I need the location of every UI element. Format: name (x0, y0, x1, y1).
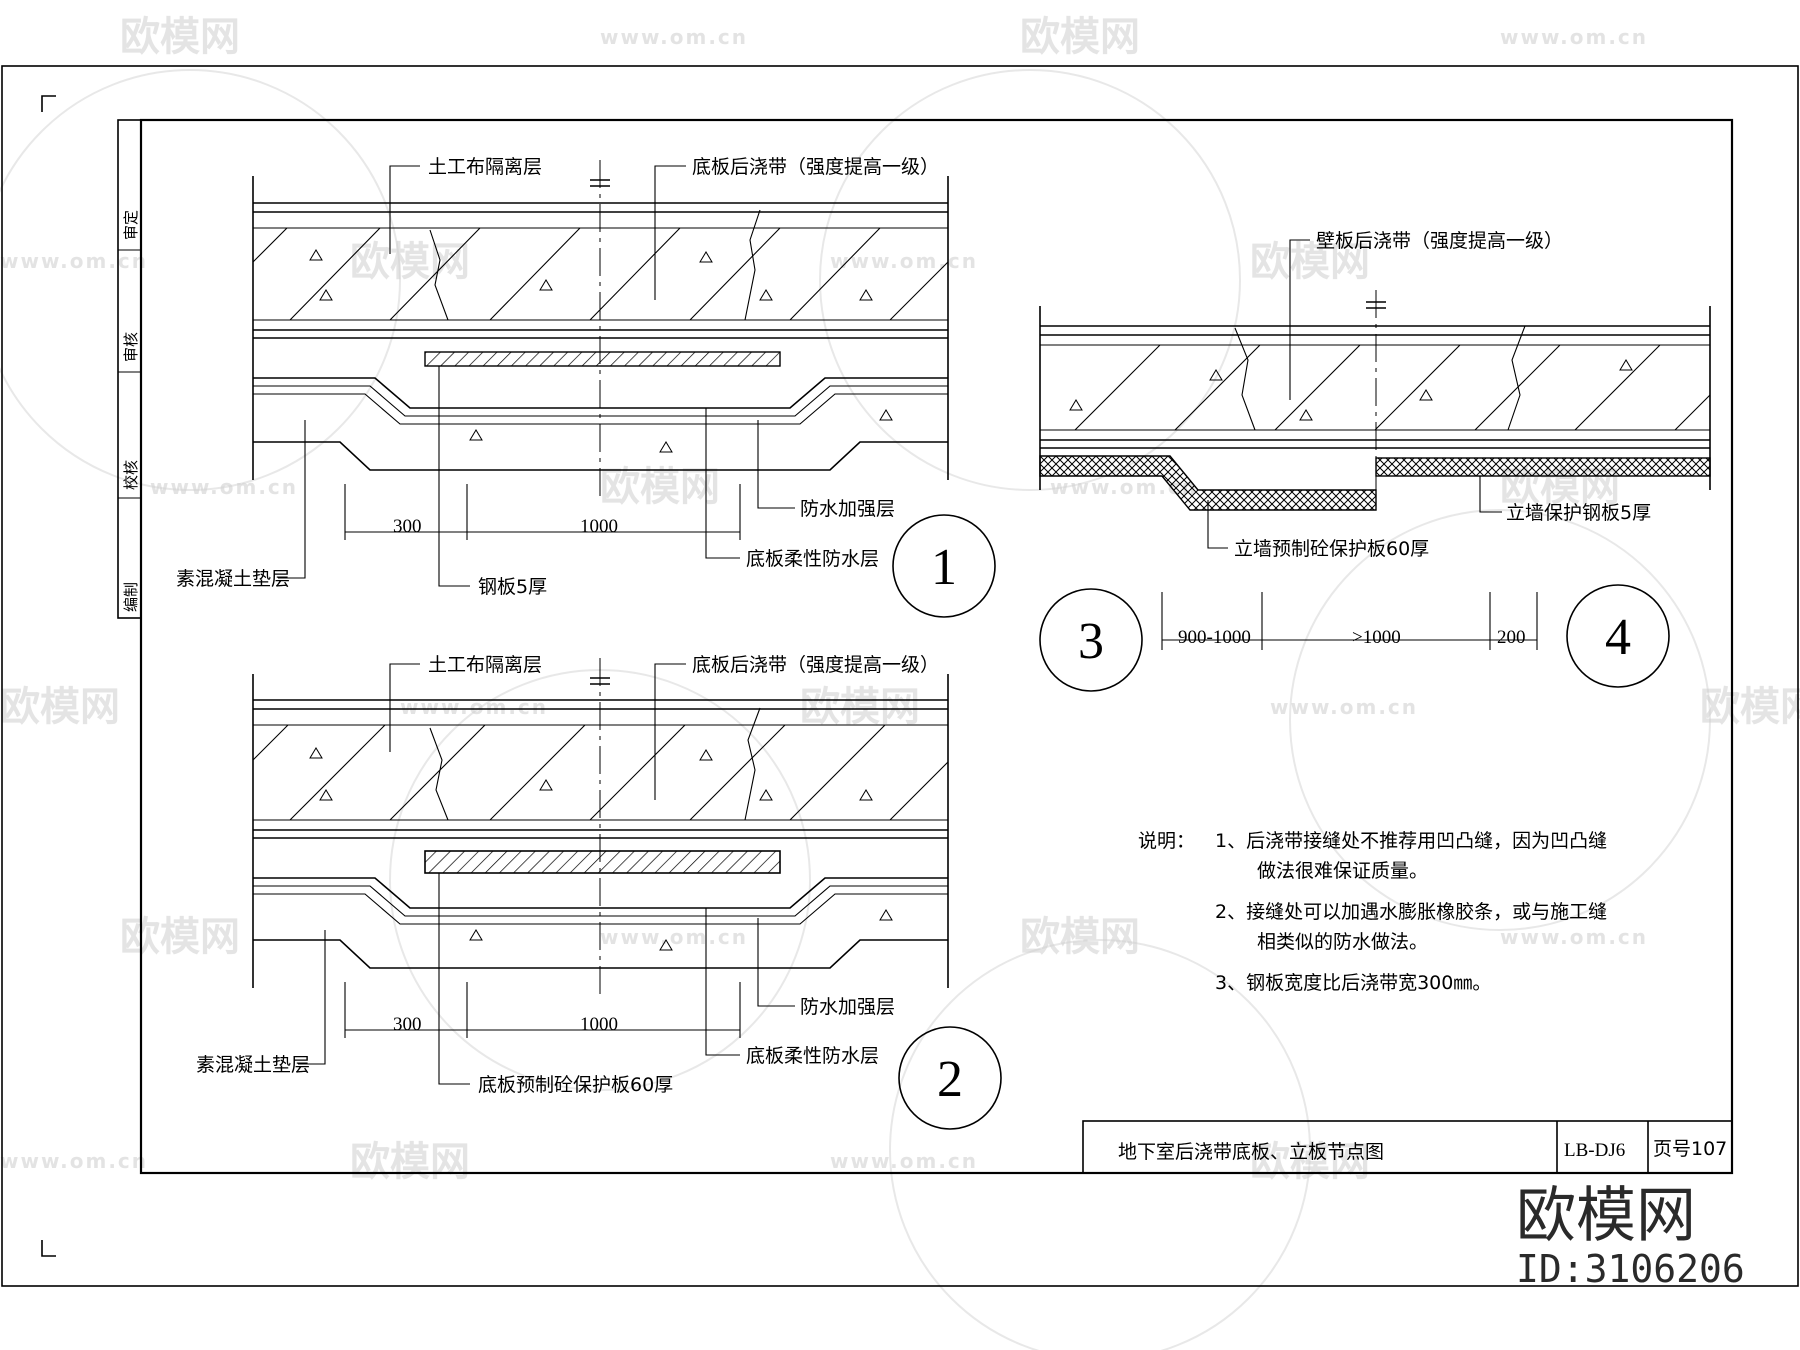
dim-gt-1000: >1000 (1352, 627, 1401, 648)
watermark-brand: 欧模网 (0, 684, 120, 730)
watermark-url: www.om.cn (0, 249, 148, 273)
label-steel-plate: 钢板5厚 (478, 576, 547, 598)
watermark-url: www.om.cn (1270, 695, 1418, 719)
watermark-url: www.om.cn (1500, 925, 1648, 949)
stamp-approve: 审定 (122, 210, 140, 240)
label-wall-precast: 立墙预制砼保护板60厚 (1234, 538, 1429, 560)
label-wall-band: 壁板后浇带（强度提高一级） (1316, 230, 1563, 252)
watermark-url: www.om.cn (400, 695, 548, 719)
dim-1000: 1000 (580, 1014, 618, 1035)
label-protect-board: 底板预制砼保护板60厚 (478, 1074, 673, 1096)
dim-300: 300 (393, 516, 422, 537)
detail-1: 300 1000 土工布隔离层 底板后浇带（强度提高一级） 防水加强层 底板柔性… (176, 156, 996, 618)
detail-number-4: 4 (1605, 609, 1631, 666)
label-post-band: 底板后浇带（强度提高一级） (692, 654, 939, 676)
label-geotextile: 土工布隔离层 (428, 156, 542, 178)
watermark-url: www.om.cn (600, 925, 748, 949)
label-post-band: 底板后浇带（强度提高一级） (692, 156, 939, 178)
label-flexible-waterproof: 底板柔性防水层 (746, 1045, 879, 1067)
side-stamp: 审定 审核 校核 编制 (117, 119, 142, 619)
label-cushion: 素混凝土垫层 (176, 568, 290, 590)
stamp-draft: 编制 (122, 582, 140, 612)
label-geotextile: 土工布隔离层 (428, 654, 542, 676)
stamp-check: 校核 (122, 460, 140, 490)
drawing-code: LB-DJ6 (1564, 1140, 1625, 1161)
watermark-brand: 欧模网 (1250, 239, 1370, 285)
watermark-brand: 欧模网 (1020, 914, 1140, 960)
dim-1000: 1000 (580, 516, 618, 537)
watermark-url: www.om.cn (600, 25, 748, 49)
watermark-brand: 欧模网 (1020, 14, 1140, 60)
brand-id: ID:3106206 (1516, 1247, 1745, 1291)
stamp-review: 审核 (122, 332, 140, 362)
watermark-brand: 欧模网 (350, 1139, 470, 1185)
label-cushion: 素混凝土垫层 (196, 1054, 310, 1076)
detail-3-4: 900-1000 >1000 200 壁板后浇带（强度提高一级） 立墙预制砼保护… (1039, 230, 1711, 692)
label-flexible-waterproof: 底板柔性防水层 (746, 548, 879, 570)
watermark-brand: 欧模网 (120, 914, 240, 960)
watermark-brand: 欧模网 (600, 464, 720, 510)
corner-brand: 欧模网 ID:3106206 (1516, 1181, 1745, 1291)
page-number: 页号107 (1653, 1138, 1727, 1160)
note-3-line-1: 3、钢板宽度比后浇带宽300㎜。 (1215, 972, 1491, 994)
corner-mark (41, 1240, 56, 1257)
watermark-brand: 欧模网 (350, 239, 470, 285)
drawing-title: 地下室后浇带底板、立板节点图 (1118, 1141, 1384, 1163)
detail-2: 300 1000 土工布隔离层 底板后浇带（强度提高一级） 防水加强层 底板柔性… (196, 654, 1002, 1130)
outer-border (1, 65, 1799, 1287)
watermark-url: www.om.cn (150, 475, 298, 499)
dim-200: 200 (1497, 627, 1526, 648)
watermark-url: www.om.cn (830, 249, 978, 273)
label-waterproof-reinforce: 防水加强层 (800, 996, 895, 1018)
notes: 说明： 1、后浇带接缝处不推荐用凹凸缝，因为凹凸缝 做法很难保证质量。 2、接缝… (1138, 830, 1607, 994)
watermark-brand: 欧模网 (120, 14, 240, 60)
watermark-url: www.om.cn (830, 1149, 978, 1173)
watermark-url: www.om.cn (0, 1149, 148, 1173)
watermark-brand: 欧模网 (1700, 684, 1800, 730)
note-2-line-2: 相类似的防水做法。 (1257, 931, 1428, 953)
dim-900-1000: 900-1000 (1178, 627, 1251, 648)
watermark-brand: 欧模网 (1250, 1139, 1370, 1185)
corner-mark (41, 95, 56, 112)
watermark-brand: 欧模网 (800, 684, 920, 730)
detail-number-3: 3 (1078, 613, 1104, 670)
inner-border (139, 118, 1734, 1175)
note-1-line-1: 1、后浇带接缝处不推荐用凹凸缝，因为凹凸缝 (1215, 830, 1607, 852)
detail-number-1: 1 (931, 539, 957, 596)
brand-name: 欧模网 (1516, 1181, 1696, 1251)
label-waterproof-reinforce: 防水加强层 (800, 498, 895, 520)
title-block: 地下室后浇带底板、立板节点图 LB-DJ6 页号107 (1082, 1120, 1733, 1174)
detail-number-2: 2 (937, 1051, 963, 1108)
note-2-line-1: 2、接缝处可以加遇水膨胀橡胶条，或与施工缝 (1215, 901, 1607, 923)
watermark-url: www.om.cn (1500, 25, 1648, 49)
watermarks: 欧模网 www.om.cn 欧模网 www.om.cn www.om.cn 欧模… (0, 14, 1800, 1185)
notes-heading: 说明： (1138, 830, 1195, 852)
label-wall-steel: 立墙保护钢板5厚 (1506, 502, 1651, 524)
dim-300: 300 (393, 1014, 422, 1035)
note-1-line-2: 做法很难保证质量。 (1257, 860, 1428, 882)
